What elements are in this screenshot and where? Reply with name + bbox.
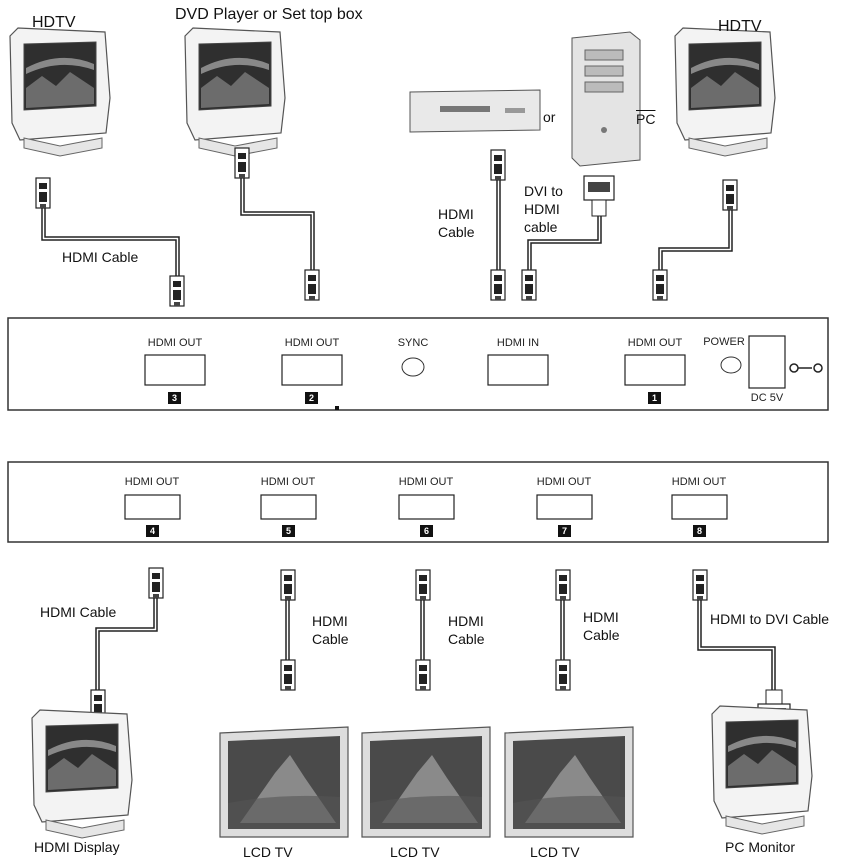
label-hdmi-cable-left-top: HDMI Cable: [62, 249, 139, 265]
bottom-plugs: [90, 567, 708, 721]
label-or: or: [543, 109, 556, 125]
unit2-port-7-label: HDMI OUT: [536, 476, 592, 488]
label-lcd-tv-2: LCD TV: [390, 844, 440, 860]
lcd-tv-3: [504, 726, 634, 838]
unit1-port-1-label: HDMI OUT: [627, 337, 683, 349]
label-hdmi-cable-2: HDMI Cable: [312, 613, 349, 647]
label-lcd-tv-3: LCD TV: [530, 844, 580, 860]
unit1-dc-label: DC 5V: [750, 392, 784, 404]
label-pc-monitor: PC Monitor: [725, 839, 796, 855]
unit2-port-4-number: 4: [146, 525, 159, 537]
unit1-power-label: POWER: [703, 336, 745, 348]
dvd-stb-monitor: [184, 27, 286, 157]
label-pc: PC: [636, 111, 656, 127]
unit1-hdmi-in-socket: [487, 354, 549, 386]
dvi-connector-top: [583, 175, 615, 217]
label-dvd-stb: DVD Player or Set top box: [175, 6, 363, 23]
sync-led: [401, 357, 425, 377]
power-led: [720, 356, 742, 374]
unit1-port-3-socket: [144, 354, 206, 386]
hdtv-left-monitor: [9, 27, 111, 157]
label-hdtv-left: HDTV: [32, 14, 76, 31]
unit2-port-5-label: HDMI OUT: [260, 476, 316, 488]
unit1-port-2-number: 2: [305, 392, 318, 404]
unit2-port-8-label: HDMI OUT: [671, 476, 727, 488]
unit2-port-7-number: 7: [558, 525, 571, 537]
label-hdmi-cable-4: HDMI Cable: [583, 609, 620, 643]
label-hdmi-to-dvi: HDMI to DVI Cable: [710, 611, 830, 627]
label-hdmi-cable-3: HDMI Cable: [448, 613, 485, 647]
label-lcd-tv-1: LCD TV: [243, 844, 293, 860]
unit1-sync-label: SYNC: [397, 337, 429, 349]
top-cables: [41, 178, 733, 276]
unit1-port-1-number: 1: [648, 392, 661, 404]
hdtv-right-monitor: [674, 27, 776, 157]
unit2-port-4-label: HDMI OUT: [124, 476, 180, 488]
unit1-port-3-label: HDMI OUT: [147, 337, 203, 349]
dvd-player: [409, 89, 541, 133]
unit1-panel: [7, 317, 829, 411]
dc-plug-icon: [789, 363, 823, 373]
unit2-port-6-label: HDMI OUT: [398, 476, 454, 488]
unit1-port-2-label: HDMI OUT: [284, 337, 340, 349]
hdmi-display-monitor: [31, 709, 133, 839]
pc-tower: [571, 31, 641, 167]
lcd-tv-2: [361, 726, 491, 838]
unit2-port-5-number: 5: [282, 525, 295, 537]
unit1-port-3-number: 3: [168, 392, 181, 404]
bottom-cables: [95, 598, 776, 690]
pc-monitor: [711, 705, 813, 835]
unit2-panel: [7, 461, 829, 543]
unit2-port-8-number: 8: [693, 525, 706, 537]
unit1-port-1-socket: [624, 354, 686, 386]
lcd-tv-1: [219, 726, 349, 838]
unit1-port-2-socket: [281, 354, 343, 386]
top-plugs: [35, 147, 738, 307]
label-hdmi-cable-bottom-left: HDMI Cable: [40, 604, 117, 620]
label-dvi-to-hdmi: DVI to HDMI cable: [524, 183, 563, 235]
dc-jack-box: [748, 335, 786, 389]
label-hdmi-display: HDMI Display: [34, 839, 120, 855]
label-hdtv-right: HDTV: [718, 18, 762, 35]
unit1-hdmi-in-label: HDMI IN: [496, 337, 540, 349]
label-hdmi-cable-center: HDMI Cable: [438, 206, 475, 240]
unit2-port-6-number: 6: [420, 525, 433, 537]
